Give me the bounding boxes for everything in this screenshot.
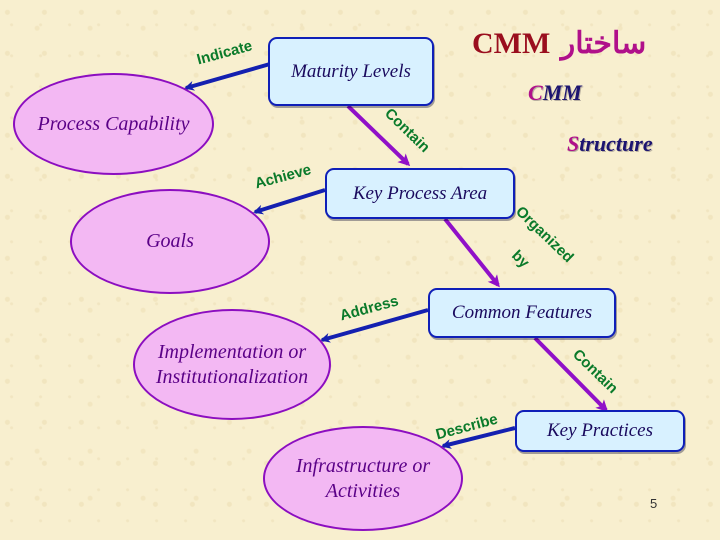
- organized-by-arrow: [443, 217, 500, 288]
- implementation-line-2: Institutionalization: [155, 365, 309, 388]
- title-acronym: CMM: [472, 27, 551, 60]
- subtitle-structure-rest: tructure: [579, 131, 653, 156]
- title-persian: CMM ساختار: [472, 26, 646, 61]
- infrastructure-ellipse: Infrastructure or Activities: [263, 426, 463, 531]
- maturity-levels-box: Maturity Levels: [268, 37, 434, 106]
- title-persian-word: ساختار: [560, 26, 647, 61]
- subtitle-structure: Structure: [567, 131, 653, 157]
- infrastructure-text: Infrastructure or Activities: [296, 454, 430, 504]
- process-capability-ellipse: Process Capability: [13, 73, 214, 175]
- implementation-ellipse: Implementation or Institutionalization: [133, 309, 331, 420]
- subtitle-cmm-rest: MM: [542, 80, 582, 105]
- process-capability-label: Process Capability: [37, 112, 190, 135]
- achieve-arrow: [253, 188, 326, 215]
- maturity-levels-label: Maturity Levels: [291, 60, 411, 82]
- implementation-line-1: Implementation or: [157, 340, 307, 363]
- key-practices-box: Key Practices: [515, 410, 685, 452]
- key-process-area-box: Key Process Area: [325, 168, 515, 219]
- subtitle-cmm-first: C: [528, 80, 543, 105]
- contain-arrow-1: [346, 104, 411, 167]
- key-process-area-label: Key Process Area: [352, 182, 488, 204]
- common-features-label: Common Features: [451, 302, 593, 324]
- page-number: 5: [650, 496, 658, 511]
- describe-arrow: [441, 426, 516, 449]
- indicate-arrow: [184, 62, 271, 91]
- address-arrow: [320, 308, 429, 343]
- key-practices-label: Key Practices: [546, 420, 654, 442]
- infrastructure-line-2: Activities: [325, 479, 401, 502]
- implementation-text: Implementation or Institutionalization: [156, 340, 308, 390]
- infrastructure-line-1: Infrastructure or: [295, 454, 431, 477]
- goals-ellipse: Goals: [70, 189, 270, 294]
- goals-label: Goals: [146, 230, 194, 252]
- subtitle-cmm: CMM: [528, 80, 582, 106]
- common-features-box: Common Features: [428, 288, 616, 338]
- contain-arrow-2: [533, 336, 609, 413]
- subtitle-structure-first: S: [567, 131, 580, 156]
